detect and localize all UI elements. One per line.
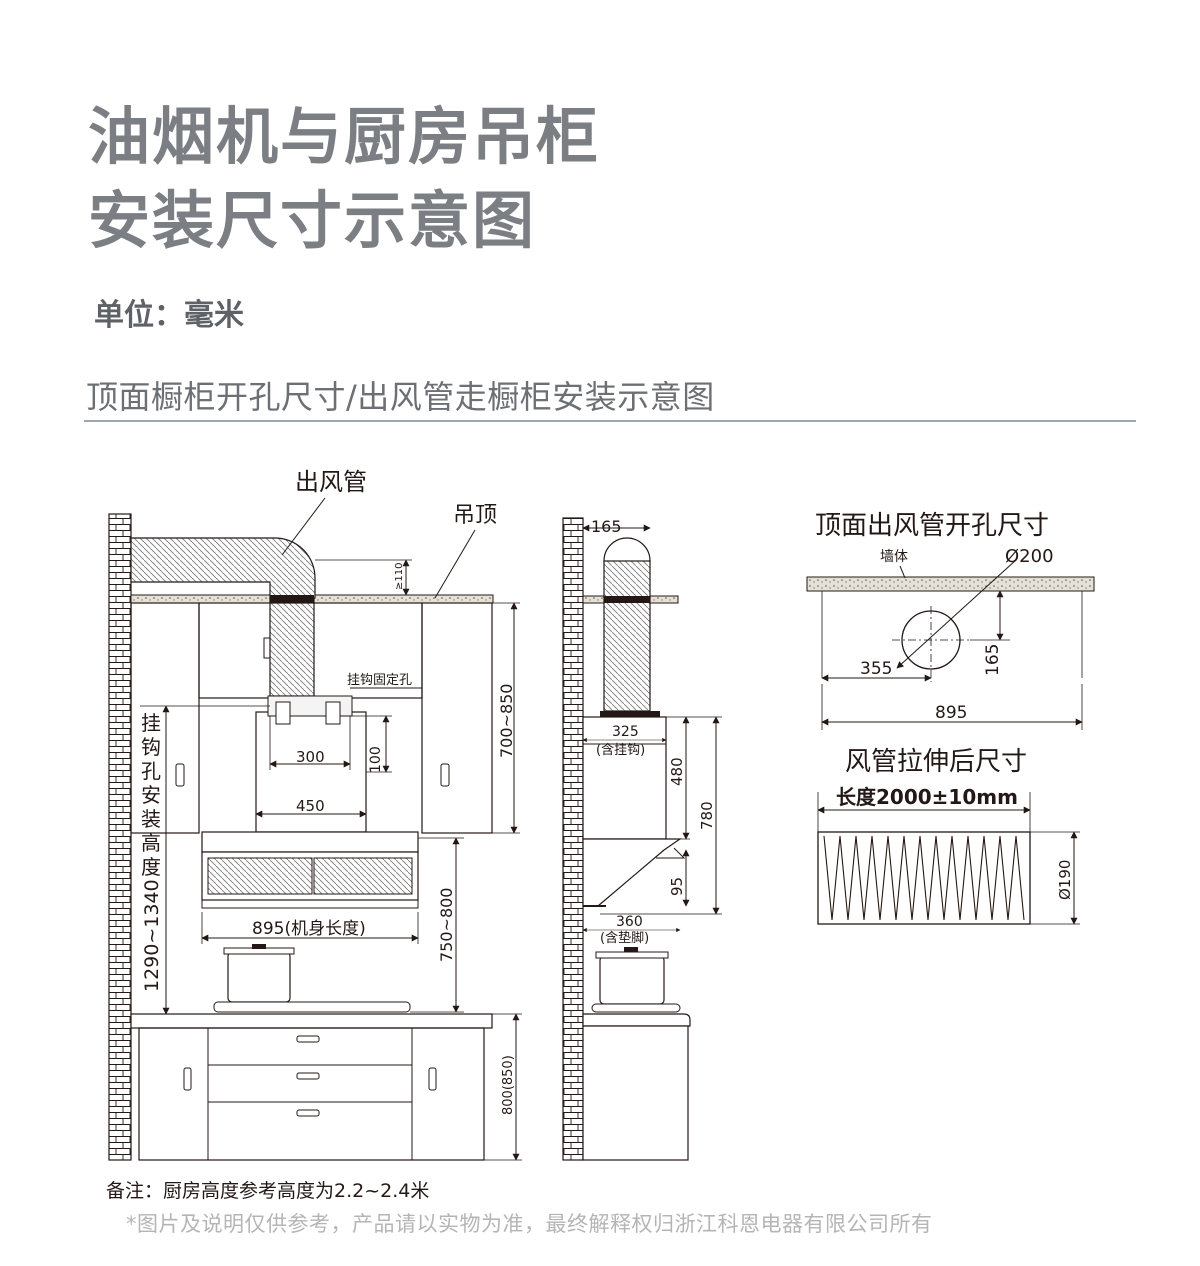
side-chimney [582, 716, 667, 840]
dim-300-label: 300 [296, 748, 325, 766]
dim-480-label: 480 [668, 757, 686, 786]
dim-895-top-label: 895 [935, 703, 967, 723]
disclaimer-note: *图片及说明仅供参考，产品请以实物为准，最终解释权归浙江科恩电器有限公司所有 [126, 1212, 933, 1236]
pot [227, 951, 291, 1003]
duct-label: 出风管 [295, 468, 367, 496]
top-hole-title: 顶面出风管开孔尺寸 [815, 511, 1049, 541]
ceiling-leader [434, 529, 476, 599]
dim-165-side-label: 165 [591, 517, 622, 536]
dim-360-label: 360 [616, 914, 643, 930]
unit-label: 单位：毫米 [94, 298, 244, 333]
side-base-cabinet [582, 1025, 689, 1161]
side-duct [603, 560, 651, 712]
hood-bottom [201, 899, 419, 909]
pot-handle [252, 944, 266, 949]
duct-zigzag [823, 835, 1025, 921]
diameter-leader [896, 559, 1017, 669]
drawer-handle-3 [296, 1109, 320, 1117]
dim-780-label: 780 [698, 801, 716, 830]
duct-band [270, 595, 314, 603]
side-duct-band [604, 596, 650, 603]
section-subtitle: 顶面橱柜开孔尺寸/出风管走橱柜安装示意图 [86, 378, 715, 416]
hook-height-label: 挂钩孔安装高度 [141, 711, 161, 879]
side-countertop [582, 1013, 691, 1027]
hook-right [325, 701, 341, 725]
dim-95-label: 95 [668, 877, 686, 896]
drawer-handle-1 [296, 1035, 320, 1043]
dim-800-label: 800(850) [501, 1055, 516, 1115]
dim-895-label: 895(机身长度) [252, 919, 366, 939]
top-wall-band [806, 576, 1095, 592]
countertop [130, 1013, 493, 1029]
side-bracket [600, 711, 660, 717]
dim-355-label: 355 [860, 659, 892, 679]
dim-325-label: 325 [612, 724, 639, 740]
side-hood-body [582, 838, 682, 907]
cabinet-handle-right [440, 763, 450, 787]
gap-label: ≥110 [394, 563, 405, 590]
hook-height-value: 1290~1340 [141, 879, 163, 992]
wall-leader [899, 565, 906, 579]
upper-cabinet-right [421, 602, 493, 834]
page-title-line-1: 油烟机与厨房吊柜 [88, 100, 601, 173]
dim-750-label: 750~800 [437, 888, 456, 962]
side-view: 165 325 (含挂钩) 480 780 95 360 (含垫脚) [562, 517, 722, 1161]
wall-left [108, 513, 132, 1161]
base-cabinet [138, 1027, 485, 1161]
wall-side [562, 517, 584, 1161]
dim-100-label: 100 [368, 746, 384, 773]
dim-450-label: 450 [296, 797, 325, 815]
dim-700-label: 700~850 [497, 684, 516, 758]
duct-diameter-label: Ø190 [1056, 860, 1074, 900]
wall-label: 墙体 [880, 549, 908, 565]
cabinet-handle-left [175, 763, 185, 787]
base-handle-right [428, 1067, 437, 1091]
duct-leader [281, 497, 326, 556]
installation-diagram: 出风管 吊顶 挂钩固定孔 ≥110 700~850 300 100 450 89… [108, 468, 1095, 1161]
hole-diameter-label: Ø200 [1005, 546, 1054, 567]
duct-length-label: 长度2000±10mm [836, 785, 1018, 809]
drawer-handle-2 [296, 1072, 320, 1080]
dim-325-note: (含挂钩) [596, 742, 645, 758]
top-hole-detail: 顶面出风管开孔尺寸 墙体 Ø200 165 355 895 [806, 511, 1095, 730]
stove [213, 1001, 411, 1013]
duct-clip [263, 637, 271, 659]
section-divider [84, 420, 1136, 422]
side-pot-rim [595, 951, 669, 959]
base-handle-left [183, 1067, 192, 1091]
exhaust-duct-vertical [269, 597, 315, 697]
duct-stretch-title: 风管拉伸后尺寸 [845, 747, 1027, 777]
remark-note: 备注：厨房高度参考高度为2.2~2.4米 [106, 1180, 430, 1202]
exhaust-duct-elbow [130, 537, 316, 599]
hood-filter-left [207, 857, 313, 895]
dim-165-top-label: 165 [983, 644, 1003, 676]
duct-stretch-detail: 风管拉伸后尺寸 长度2000±10mm Ø190 [817, 747, 1080, 925]
hood-panel-top [201, 831, 419, 853]
front-view: 出风管 吊顶 挂钩固定孔 ≥110 700~850 300 100 450 89… [108, 468, 522, 1161]
side-pot [599, 955, 665, 1005]
page-title-line-2: 安装尺寸示意图 [88, 184, 537, 257]
dim-360-note: (含垫脚) [600, 930, 649, 946]
ceiling-label: 吊顶 [453, 503, 497, 528]
hook-left [275, 701, 291, 725]
side-pot-handle [624, 947, 638, 952]
hood-filter-right [313, 857, 413, 895]
side-stove [591, 1003, 681, 1013]
hook-hole-label: 挂钩固定孔 [347, 673, 412, 688]
